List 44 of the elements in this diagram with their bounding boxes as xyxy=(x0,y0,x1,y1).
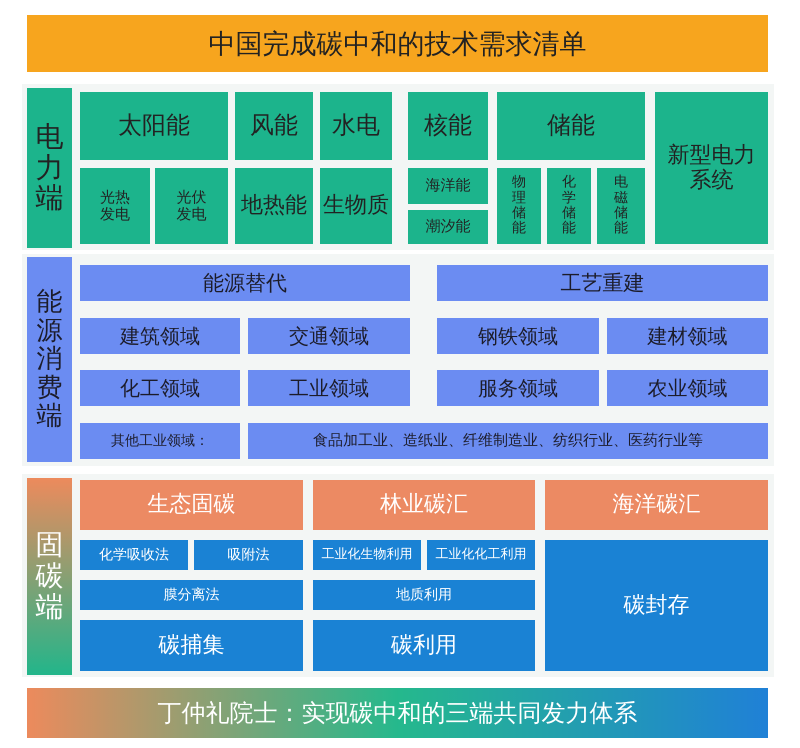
side-label-box: 能源消费端 xyxy=(27,257,72,462)
category-box: 建筑领域 xyxy=(80,318,240,354)
category-box: 地质利用 xyxy=(313,580,535,610)
category-box: 农业领域 xyxy=(607,370,768,406)
category-box: 吸附法 xyxy=(194,540,303,570)
category-box: 光热发电 xyxy=(80,168,150,244)
category-box: 化学吸收法 xyxy=(80,540,188,570)
category-box: 服务领域 xyxy=(437,370,599,406)
side-label-box: 电磁储能 xyxy=(597,168,645,244)
side-label-box: 化学储能 xyxy=(547,168,591,244)
category-box: 地热能 xyxy=(235,168,313,244)
category-box: 工业化生物利用 xyxy=(313,540,421,570)
category-box: 工业化化工利用 xyxy=(427,540,535,570)
category-box: 碳利用 xyxy=(313,620,535,671)
category-box: 交通领域 xyxy=(248,318,410,354)
category-box: 生物质 xyxy=(320,168,392,244)
category-box: 林业碳汇 xyxy=(313,480,535,530)
category-box: 海洋能 xyxy=(408,168,488,204)
category-box: 食品加工业、造纸业、纤维制造业、纺织行业、医药行业等 xyxy=(248,423,768,459)
category-box: 其他工业领域： xyxy=(80,423,240,459)
side-label-box: 电力端 xyxy=(27,88,72,248)
category-box: 碳封存 xyxy=(545,540,768,671)
category-box: 碳捕集 xyxy=(80,620,303,671)
title-banner: 中国完成碳中和的技术需求清单 xyxy=(27,15,768,72)
category-box: 生态固碳 xyxy=(80,480,303,530)
category-box: 风能 xyxy=(235,92,313,160)
side-label-box: 物理储能 xyxy=(497,168,541,244)
category-box: 海洋碳汇 xyxy=(545,480,768,530)
category-box: 核能 xyxy=(408,92,488,160)
category-box: 新型电力系统 xyxy=(655,92,768,244)
category-box: 潮汐能 xyxy=(408,210,488,244)
category-box: 工业领域 xyxy=(248,370,410,406)
category-box: 能源替代 xyxy=(80,265,410,301)
category-box: 光伏发电 xyxy=(155,168,228,244)
category-box: 建材领域 xyxy=(607,318,768,354)
category-box: 化工领域 xyxy=(80,370,240,406)
category-box: 水电 xyxy=(320,92,392,160)
side-label-box: 固碳端 xyxy=(27,478,72,675)
caption-banner: 丁仲礼院士：实现碳中和的三端共同发力体系 xyxy=(27,688,768,738)
category-box: 太阳能 xyxy=(80,92,228,160)
category-box: 工艺重建 xyxy=(437,265,768,301)
category-box: 膜分离法 xyxy=(80,580,303,610)
category-box: 钢铁领域 xyxy=(437,318,599,354)
category-box: 储能 xyxy=(497,92,645,160)
